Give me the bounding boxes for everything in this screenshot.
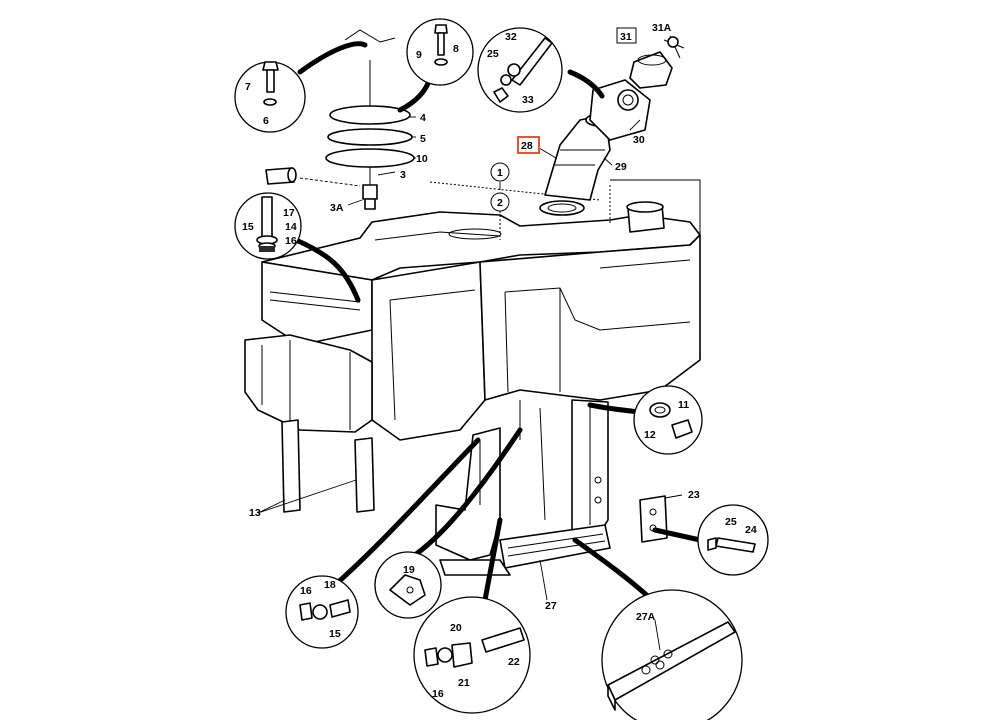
detail-circle-bolt-17-washers-14-15-nut-16: [234, 192, 302, 260]
label-part-18: 18: [324, 579, 336, 591]
label-part-31a: 31A: [652, 22, 672, 34]
label-part-28: 28: [521, 140, 533, 152]
label-part-31: 31: [620, 31, 632, 43]
label-part-15b: 15: [329, 628, 341, 640]
label-part-21: 21: [458, 677, 470, 689]
label-part-32: 32: [505, 31, 517, 43]
label-part-11: 11: [678, 399, 689, 411]
filler-neck-assembly: [539, 79, 651, 216]
detail-circle-bolt-7-washer-6: [234, 61, 306, 133]
detail-circle-bolt-24-washer-25: [697, 504, 769, 576]
label-part-4: 4: [420, 112, 426, 124]
label-part-16a: 16: [285, 235, 297, 247]
label-part-27: 27: [545, 600, 557, 612]
label-part-16b: 16: [300, 585, 312, 597]
detail-circle-beam-27a: [601, 589, 743, 720]
label-part-6: 6: [263, 115, 269, 127]
label-part-16c: 16: [432, 688, 444, 700]
label-part-10: 10: [416, 153, 428, 165]
label-part-2: 2: [497, 197, 503, 209]
detail-circle-bolt-18-washer-15-nut-16: [285, 575, 359, 649]
label-part-9: 9: [416, 49, 422, 61]
leader-lines: [257, 116, 683, 651]
part-labels: 7 6 9 8 4 5 10 3 3A 17 14 15 16 32 25 33…: [242, 22, 757, 700]
label-part-22: 22: [508, 656, 520, 668]
fuel-tank: [244, 179, 701, 441]
detail-circle-bolt-9-washer-8: [406, 18, 474, 86]
mounting-brackets: [281, 399, 611, 576]
label-part-5: 5: [420, 133, 426, 145]
label-part-25b: 25: [725, 516, 737, 528]
label-part-15a: 15: [242, 221, 254, 233]
highlighted-label-28: 28: [517, 136, 540, 154]
detail-circle-bolt-22-washers-20-21-nut-16: [413, 596, 531, 714]
detail-circle-screw-32-washer-25-nut-33: [477, 27, 563, 113]
label-part-19: 19: [403, 564, 415, 576]
label-part-25a: 25: [487, 48, 499, 60]
label-part-17: 17: [283, 207, 295, 219]
label-part-14: 14: [285, 221, 297, 233]
label-part-24: 24: [745, 524, 757, 536]
detail-circle-clip-19: [374, 551, 442, 619]
label-part-33: 33: [522, 94, 534, 106]
label-part-8: 8: [453, 43, 459, 55]
label-part-7: 7: [245, 81, 251, 93]
label-part-29: 29: [615, 161, 627, 173]
label-part-30: 30: [633, 134, 645, 146]
circled-labels: 1 2: [490, 162, 510, 212]
sender-unit: [265, 29, 415, 210]
label-part-12: 12: [644, 429, 656, 441]
fuel-cap: [629, 35, 685, 89]
label-part-27a: 27A: [636, 611, 656, 623]
label-part-20: 20: [450, 622, 462, 634]
detail-circle-drain-plug-12-seal-11: [633, 385, 703, 455]
boxed-label-31: 31: [616, 27, 637, 44]
label-part-23: 23: [688, 489, 700, 501]
plate-bracket-23: [639, 495, 668, 543]
label-part-3a: 3A: [330, 202, 344, 214]
label-part-3: 3: [400, 169, 406, 181]
label-part-1: 1: [497, 167, 503, 179]
label-part-13: 13: [249, 507, 261, 519]
